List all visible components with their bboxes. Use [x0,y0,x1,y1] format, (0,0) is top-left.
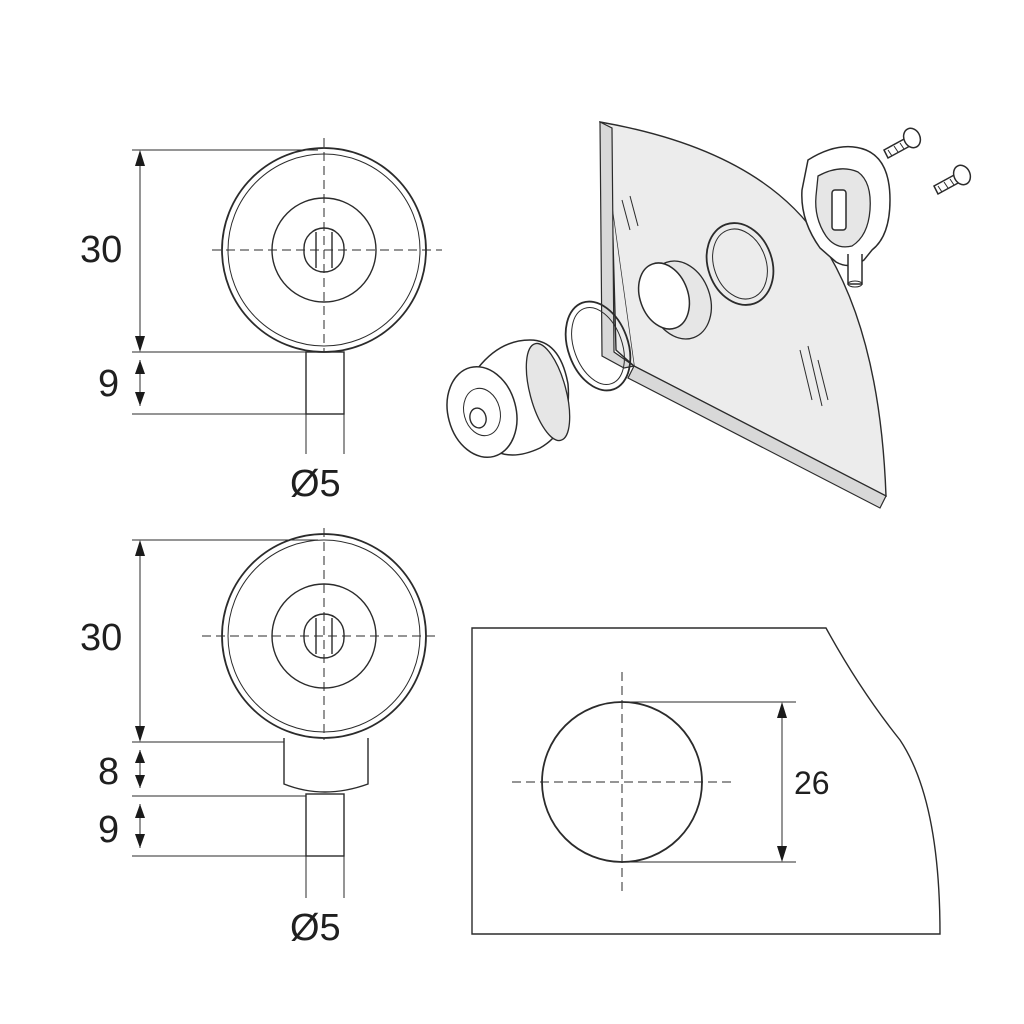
panel-outline [471,627,941,935]
arrow-head [777,702,787,718]
dimension-label-pin-length: 9 [98,809,119,851]
lock-pin [847,254,863,285]
gasket-ring-outer [564,300,632,392]
dimension-label-hole-diameter: 26 [794,765,830,801]
gasket-ring-inner [571,307,625,385]
knob-key-hole [469,407,487,429]
glass-reflection [621,199,631,231]
arrow-head [135,336,145,352]
pin [305,793,345,857]
lock-bolt [831,189,847,231]
knob-face-inner [463,387,501,437]
arrow-head [135,540,145,556]
glass-edge-bottom [627,365,887,509]
front-view-bottom: 30 8 9 Ø5 [80,528,436,949]
arrow-head [135,750,145,763]
glass-hole-upper [705,222,775,306]
arrow-head [135,834,145,848]
glass-reflection [629,195,639,227]
collar [283,738,369,793]
glass-hole-upper-inner [712,228,768,300]
arrow-head [135,360,145,374]
arrow-head [135,150,145,166]
dimension-label-pin-diameter: Ø5 [290,463,341,505]
arrow-head [135,392,145,406]
lock-pin-tip [847,280,863,288]
arrow-head [135,775,145,788]
cutout-view: 26 [471,627,941,935]
dimension-label-collar-length: 8 [98,751,119,793]
screw-lower-icon [933,164,972,196]
dimension-label-pin-length: 9 [98,363,119,405]
dimension-label-pin-diameter: Ø5 [290,907,341,949]
glass-reflection [807,345,823,407]
sleeve-front [637,262,691,330]
arrow-head [135,804,145,818]
screw-upper-icon [883,127,922,160]
knob-back-flange [525,342,571,442]
arrow-head [777,846,787,862]
glass-reflection [817,359,829,401]
glass-reflection [799,349,813,401]
exploded-view [446,121,972,509]
dimension-label-height: 30 [80,617,122,659]
dimension-label-height: 30 [80,229,122,271]
knob-face [446,365,518,459]
pin [305,351,345,415]
cutout-hole [541,701,703,863]
arrow-head [135,726,145,742]
front-view-top: 30 9 Ø5 [80,138,442,505]
